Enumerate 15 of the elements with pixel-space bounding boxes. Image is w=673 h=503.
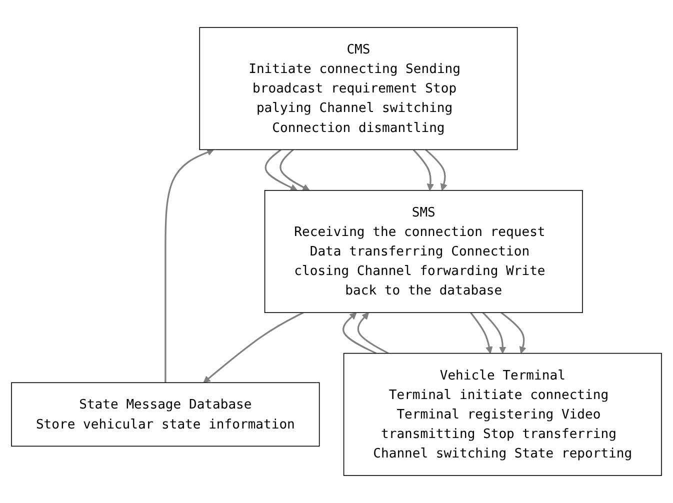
node-box: SMS Receiving the connection request Data transferring Connection closing Channel forwarding Write back to the database	[264, 190, 583, 313]
node-box: Vehicle Terminal Terminal initiate connecting Terminal registering Video transmitting Stop transferring Channel switching State reporting	[343, 352, 662, 476]
arrow	[342, 312, 377, 354]
arrow	[482, 312, 506, 354]
arrow	[470, 312, 493, 354]
arrow	[203, 312, 304, 383]
arrow	[264, 149, 298, 191]
arrow	[280, 149, 310, 191]
arrow	[164, 148, 214, 383]
node-box: State Message Database Store vehicular state information	[11, 382, 320, 447]
arrow	[500, 312, 526, 354]
arrow	[425, 149, 448, 191]
node-box: CMS Initiate connecting Sending broadcast requirement Stop palying Channel switching Connection dismantling	[199, 27, 518, 150]
arrow	[357, 312, 389, 354]
arrow	[412, 149, 434, 191]
